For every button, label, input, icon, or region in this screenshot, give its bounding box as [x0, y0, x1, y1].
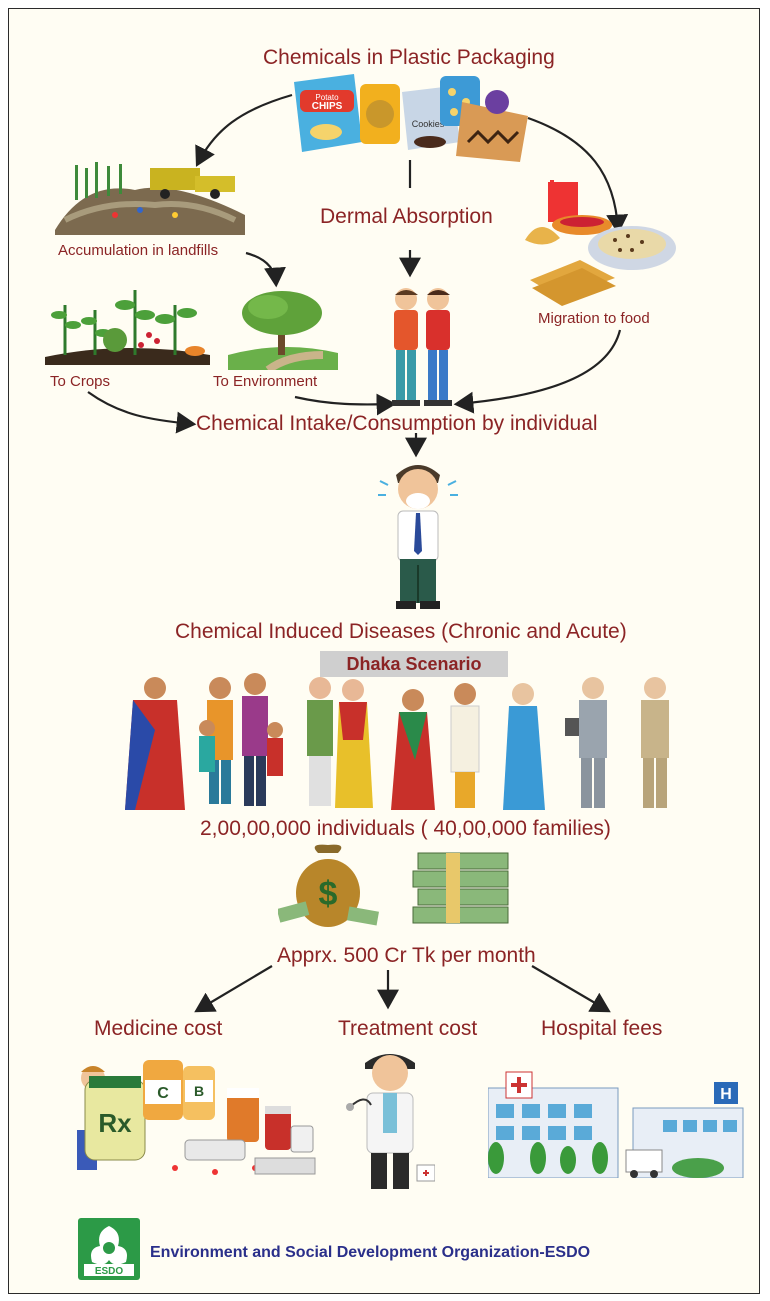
- scenario-badge: Dhaka Scenario: [320, 651, 508, 677]
- svg-text:$: $: [319, 875, 338, 913]
- hospital-label: Hospital fees: [541, 1017, 663, 1040]
- arrow-migration-intake: [453, 329, 622, 414]
- arrow-to-migration: [527, 116, 629, 235]
- rx-label: Rx: [98, 1108, 132, 1138]
- woman-saree: [391, 689, 435, 810]
- medicine-label: Medicine cost: [94, 1017, 223, 1040]
- title: Chemicals in Plastic Packaging: [263, 46, 555, 69]
- hospital-illustration: H: [488, 1071, 744, 1178]
- arrow-crops-intake: [87, 391, 197, 434]
- population-label: 2,00,00,000 individuals ( 40,00,000 fami…: [200, 817, 611, 840]
- medicine-illustration: Rx C B: [77, 1060, 316, 1175]
- hospital-h-sign: H: [720, 1086, 732, 1103]
- intake-label: Chemical Intake/Consumption by individua…: [196, 412, 598, 435]
- cookies-label: Cookies: [412, 119, 445, 129]
- migration-label: Migration to food: [538, 310, 650, 327]
- businessman-grey: [565, 677, 607, 808]
- vitamin-c-label: C: [157, 1085, 169, 1102]
- esdo-logo-graphic: ESDO: [84, 1226, 134, 1277]
- cost-label: Apprx. 500 Cr Tk per month: [277, 944, 536, 967]
- arrow-to-landfill: [195, 93, 293, 167]
- woman-blue: [503, 683, 545, 810]
- arrow-cost-medicine: [194, 965, 273, 1013]
- family-group: [125, 673, 283, 810]
- crops-illustration: [45, 290, 210, 365]
- dermal-label: Dermal Absorption: [320, 205, 493, 228]
- logo-text: ESDO: [95, 1266, 124, 1277]
- food-illustration: [525, 180, 676, 306]
- treatment-label: Treatment cost: [338, 1017, 478, 1040]
- arrow-landfill-env: [245, 251, 286, 288]
- landfill-illustration: [55, 162, 245, 235]
- doctor-illustration: [346, 1054, 435, 1189]
- money-illustration: $: [278, 844, 509, 927]
- potato-label: Potato: [315, 93, 339, 102]
- landfill-label: Accumulation in landfills: [58, 242, 219, 259]
- diseases-label: Chemical Induced Diseases (Chronic and A…: [175, 620, 627, 643]
- chips-label: CHIPS: [312, 101, 343, 112]
- man-kurta: [450, 683, 480, 808]
- organization-name: Environment and Social Development Organ…: [150, 1244, 591, 1261]
- businessman-beige: [641, 677, 669, 808]
- esdo-logo: ESDO: [78, 1218, 140, 1280]
- sick-person-illustration: [378, 465, 458, 609]
- consumers-illustration: [392, 288, 452, 406]
- vitamin-b-label: B: [194, 1083, 204, 1099]
- arrow-env-intake: [294, 393, 397, 416]
- crops-label: To Crops: [50, 373, 111, 390]
- arrow-cost-hospital: [531, 965, 611, 1013]
- population-illustration: [125, 673, 669, 810]
- environment-illustration: [228, 291, 338, 370]
- environment-label: To Environment: [213, 373, 318, 390]
- plastic-packaging-illustration: Potato CHIPS Cookies: [294, 74, 528, 162]
- elderly-couple: [307, 677, 373, 808]
